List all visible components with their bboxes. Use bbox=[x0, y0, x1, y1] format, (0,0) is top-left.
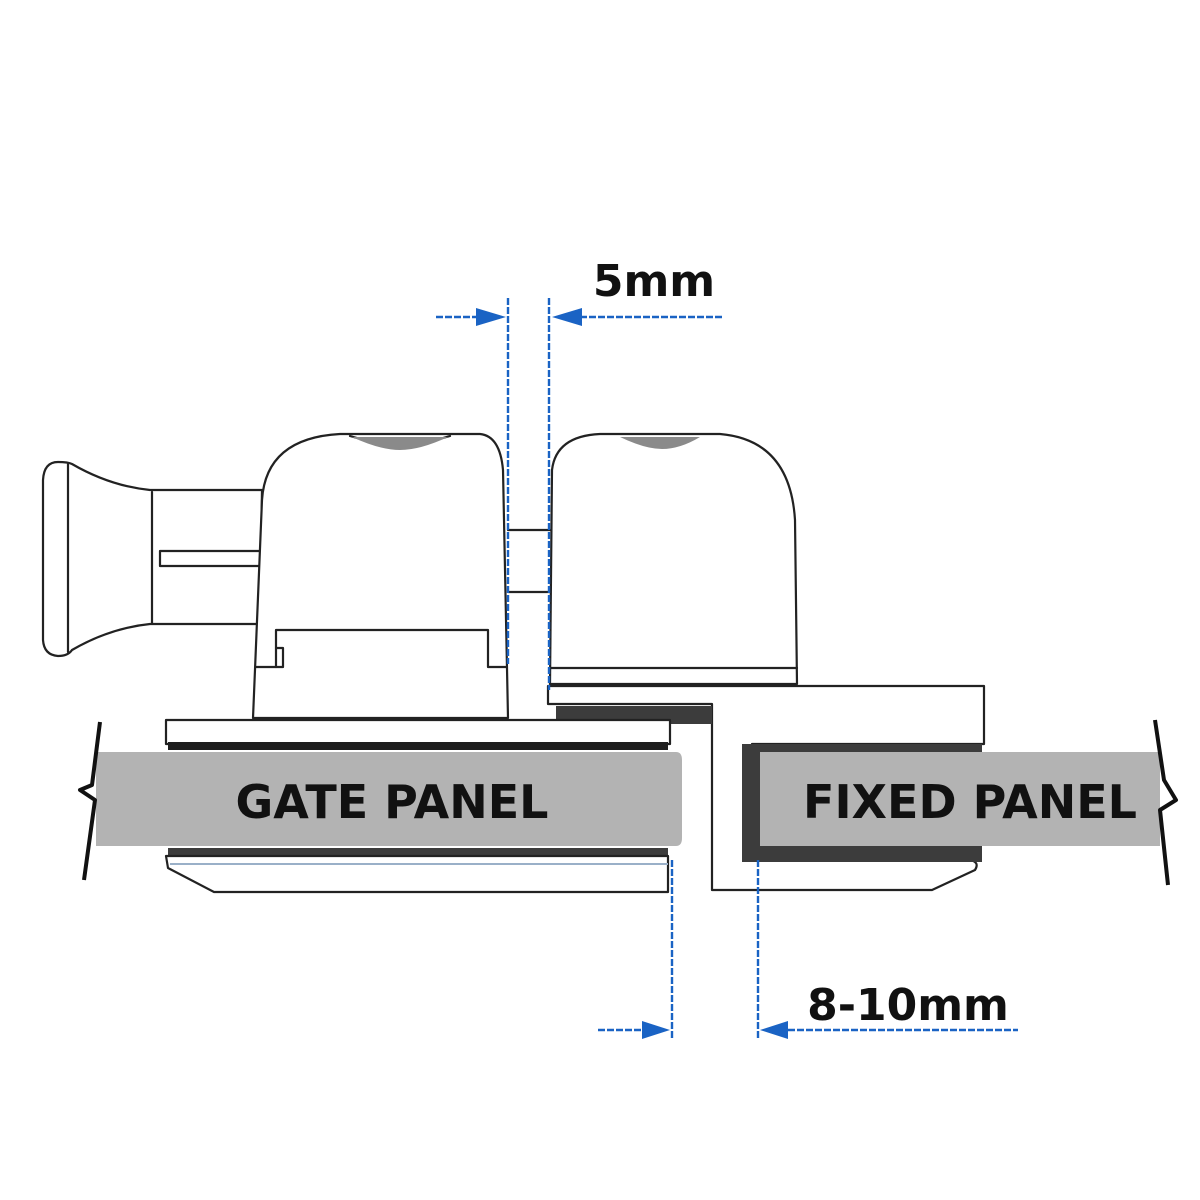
arrow-right-icon bbox=[642, 1021, 670, 1039]
top-gap-label: 5mm bbox=[593, 256, 715, 307]
latch-body bbox=[251, 432, 510, 720]
latch-knob bbox=[41, 460, 264, 658]
keeper-body bbox=[506, 432, 799, 686]
arrow-left-icon bbox=[760, 1021, 788, 1039]
bottom-gap-label: 8-10mm bbox=[807, 980, 1009, 1031]
fixed-panel-label: FIXED PANEL bbox=[803, 775, 1137, 829]
gate-panel: GATE PANEL bbox=[78, 721, 682, 881]
gate-clamp-plate bbox=[164, 718, 672, 894]
fixed-panel: FIXED PANEL bbox=[760, 719, 1178, 886]
bottom-gap-dimension: 8-10mm bbox=[598, 860, 1018, 1040]
top-gap-dimension: 5mm bbox=[436, 256, 722, 690]
arrow-left-icon bbox=[552, 308, 582, 326]
arrow-right-icon bbox=[476, 308, 506, 326]
gate-panel-label: GATE PANEL bbox=[236, 775, 549, 829]
